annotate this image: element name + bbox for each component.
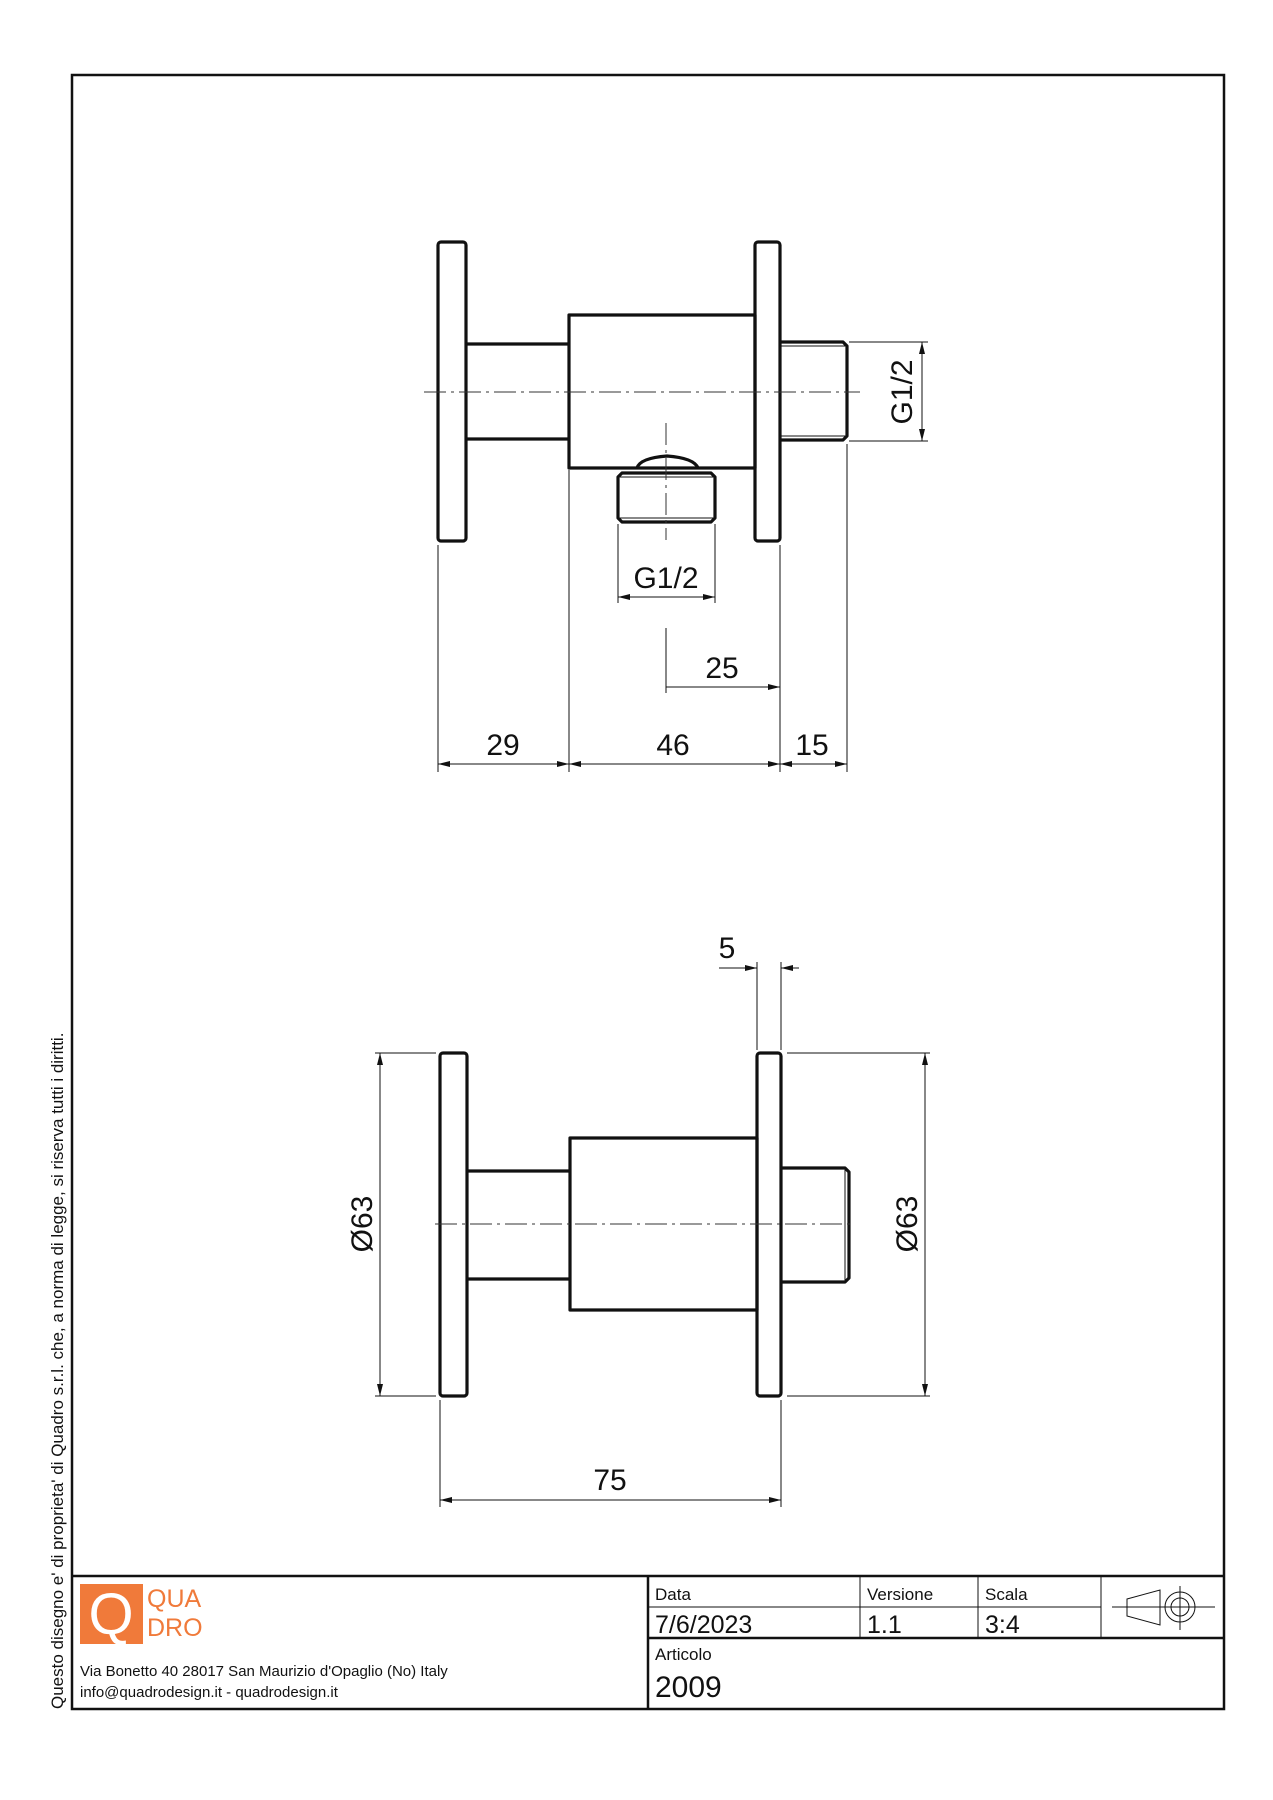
cone-shape xyxy=(1126,1589,1161,1626)
flange-thickness-label: 5 xyxy=(719,932,736,965)
version-value: 1.1 xyxy=(867,1611,902,1639)
extension-lines xyxy=(787,1052,930,1397)
dim-15: 15 xyxy=(795,729,828,762)
extension-lines xyxy=(849,341,928,442)
first-angle-projection-icon xyxy=(1112,1586,1215,1630)
scale-label: Scala xyxy=(985,1585,1028,1604)
extension-lines xyxy=(375,1052,436,1397)
outer-circle xyxy=(1164,1591,1196,1623)
diameter-right-label: Ø63 xyxy=(891,1196,924,1253)
article-value: 2009 xyxy=(655,1671,722,1704)
company-logo: Q QUA DRO xyxy=(80,1582,203,1647)
bottom-nozzle xyxy=(616,471,717,524)
company-contact: info@quadrodesign.it - quadrodesign.it xyxy=(80,1684,339,1701)
offset-label: 25 xyxy=(705,652,738,685)
company-address: Via Bonetto 40 28017 San Maurizio d'Opag… xyxy=(80,1663,448,1680)
thread-bottom-label: G1/2 xyxy=(633,562,698,595)
logo-letter: Q xyxy=(88,1582,133,1647)
stem xyxy=(467,1169,570,1281)
date-label: Data xyxy=(655,1585,691,1604)
thread-side-label: G1/2 xyxy=(886,359,919,424)
grid-lines xyxy=(648,1576,1102,1638)
dim-46: 46 xyxy=(656,729,689,762)
top-view: G1/2 G1/2 25 29 46 15 xyxy=(424,240,928,772)
scale-value: 3:4 xyxy=(985,1611,1020,1639)
extension-lines xyxy=(439,1400,782,1507)
title-block: Q QUA DRO Via Bonetto 40 28017 San Mauri… xyxy=(72,1574,1224,1709)
extension-lines xyxy=(617,524,716,603)
logo-square xyxy=(80,1584,143,1644)
version-label: Versione xyxy=(867,1585,933,1604)
article-label: Articolo xyxy=(655,1645,712,1664)
thread-lines xyxy=(780,345,845,437)
drawing-frame xyxy=(70,73,1226,1711)
overall-length-label: 75 xyxy=(593,1464,626,1497)
dim-29: 29 xyxy=(486,729,519,762)
logo-line2: DRO xyxy=(147,1614,203,1642)
side-view: Ø63 Ø63 5 75 xyxy=(346,932,930,1507)
date-value: 7/6/2023 xyxy=(655,1611,752,1639)
outlet-thread xyxy=(780,340,849,442)
diameter-left-label: Ø63 xyxy=(346,1196,379,1253)
extension-lines xyxy=(756,962,782,1050)
inner-circle xyxy=(1170,1597,1190,1617)
logo-line1: QUA xyxy=(147,1585,202,1613)
stem xyxy=(466,342,569,441)
outlet-thread xyxy=(781,1166,851,1284)
nozzle-dome xyxy=(635,454,700,469)
copyright-note: Questo disegno e' di proprieta' di Quadr… xyxy=(48,1033,67,1709)
extension-lines xyxy=(437,444,848,772)
